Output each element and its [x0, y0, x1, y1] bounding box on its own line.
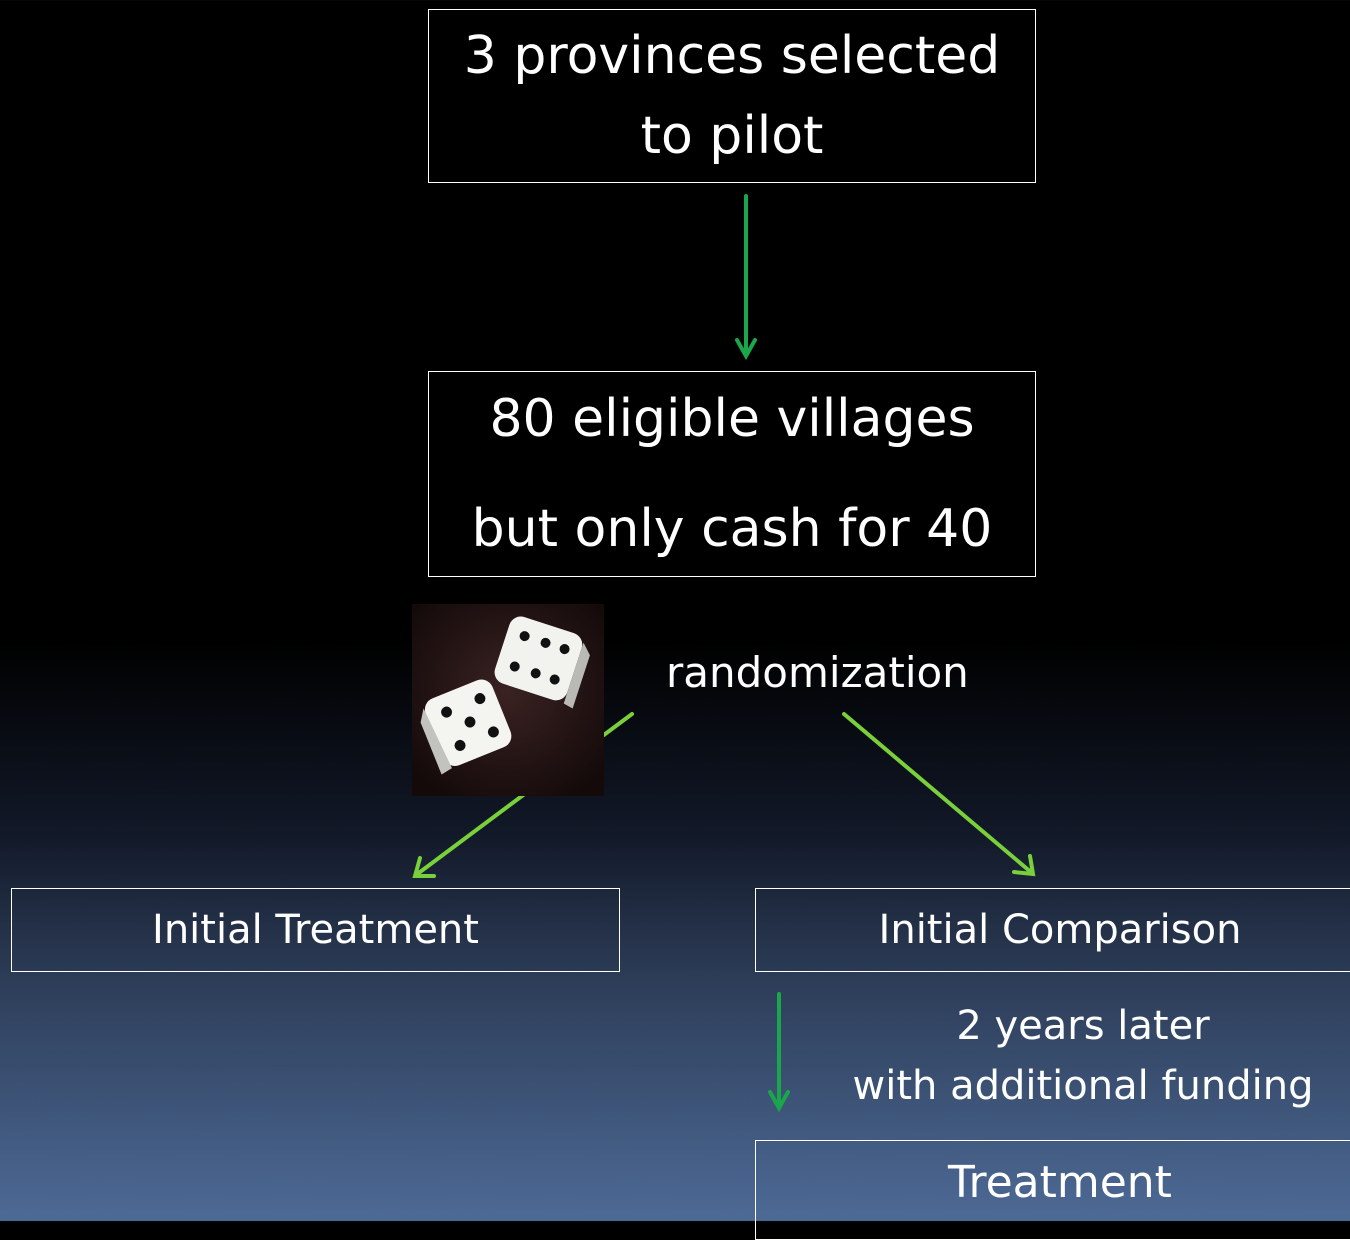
- later-line-2: with additional funding: [852, 1063, 1314, 1109]
- treatment-label: Treatment: [948, 1157, 1172, 1208]
- arrow-provinces-to-villages: [735, 194, 757, 361]
- villages-box: 80 eligible villages but only cash for 4…: [428, 371, 1036, 577]
- initial-comparison-box: Initial Comparison: [755, 888, 1350, 972]
- provinces-line-1: 3 provinces selected: [463, 26, 1001, 86]
- initial-comparison-label: Initial Comparison: [878, 907, 1242, 953]
- dice-icon: [412, 604, 604, 796]
- later-line-1: 2 years later: [956, 1003, 1210, 1049]
- treatment-box: Treatment: [755, 1140, 1350, 1240]
- provinces-line-2: to pilot: [640, 106, 824, 166]
- arrow-comparison-to-treatment: [768, 992, 790, 1113]
- initial-treatment-box: Initial Treatment: [11, 888, 620, 972]
- randomization-label: randomization: [666, 648, 969, 697]
- provinces-box: 3 provinces selected to pilot: [428, 9, 1036, 183]
- villages-line-2: but only cash for 40: [471, 499, 993, 559]
- arrow-to-initial-comparison: [842, 712, 1036, 877]
- later-funding-label: 2 years later with additional funding: [828, 996, 1338, 1116]
- initial-treatment-label: Initial Treatment: [152, 907, 479, 953]
- villages-line-1: 80 eligible villages: [489, 389, 975, 449]
